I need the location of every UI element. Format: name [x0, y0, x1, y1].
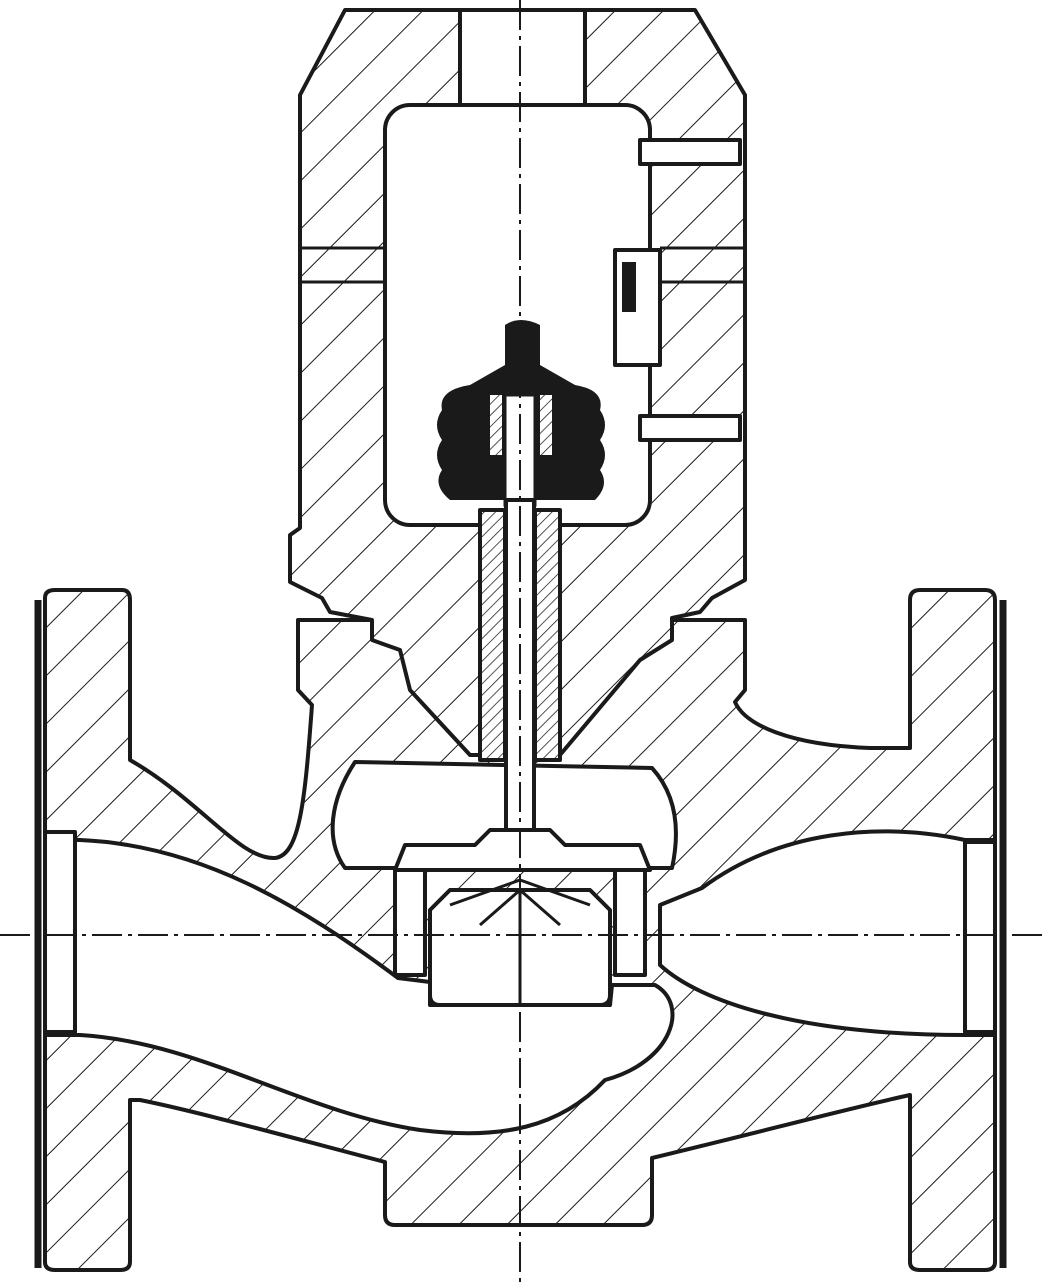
outlet-passage — [658, 829, 997, 1037]
bolt-lower — [638, 414, 742, 442]
stem-bush-right — [533, 508, 562, 762]
bellows-insert — [540, 395, 552, 455]
inlet-passage — [46, 838, 675, 1136]
flange-recess-right — [963, 840, 997, 1034]
stem-bush-left — [478, 508, 507, 762]
seat-ring-right — [613, 868, 647, 977]
bellows-insert — [490, 395, 502, 455]
seat-ring-left — [393, 868, 427, 977]
terminal-slot — [622, 262, 636, 312]
bolt-upper — [638, 138, 742, 166]
flange-recess-left — [43, 830, 77, 1034]
top-port — [458, 8, 587, 112]
plug-disc — [393, 828, 652, 872]
terminal-block — [613, 248, 662, 367]
